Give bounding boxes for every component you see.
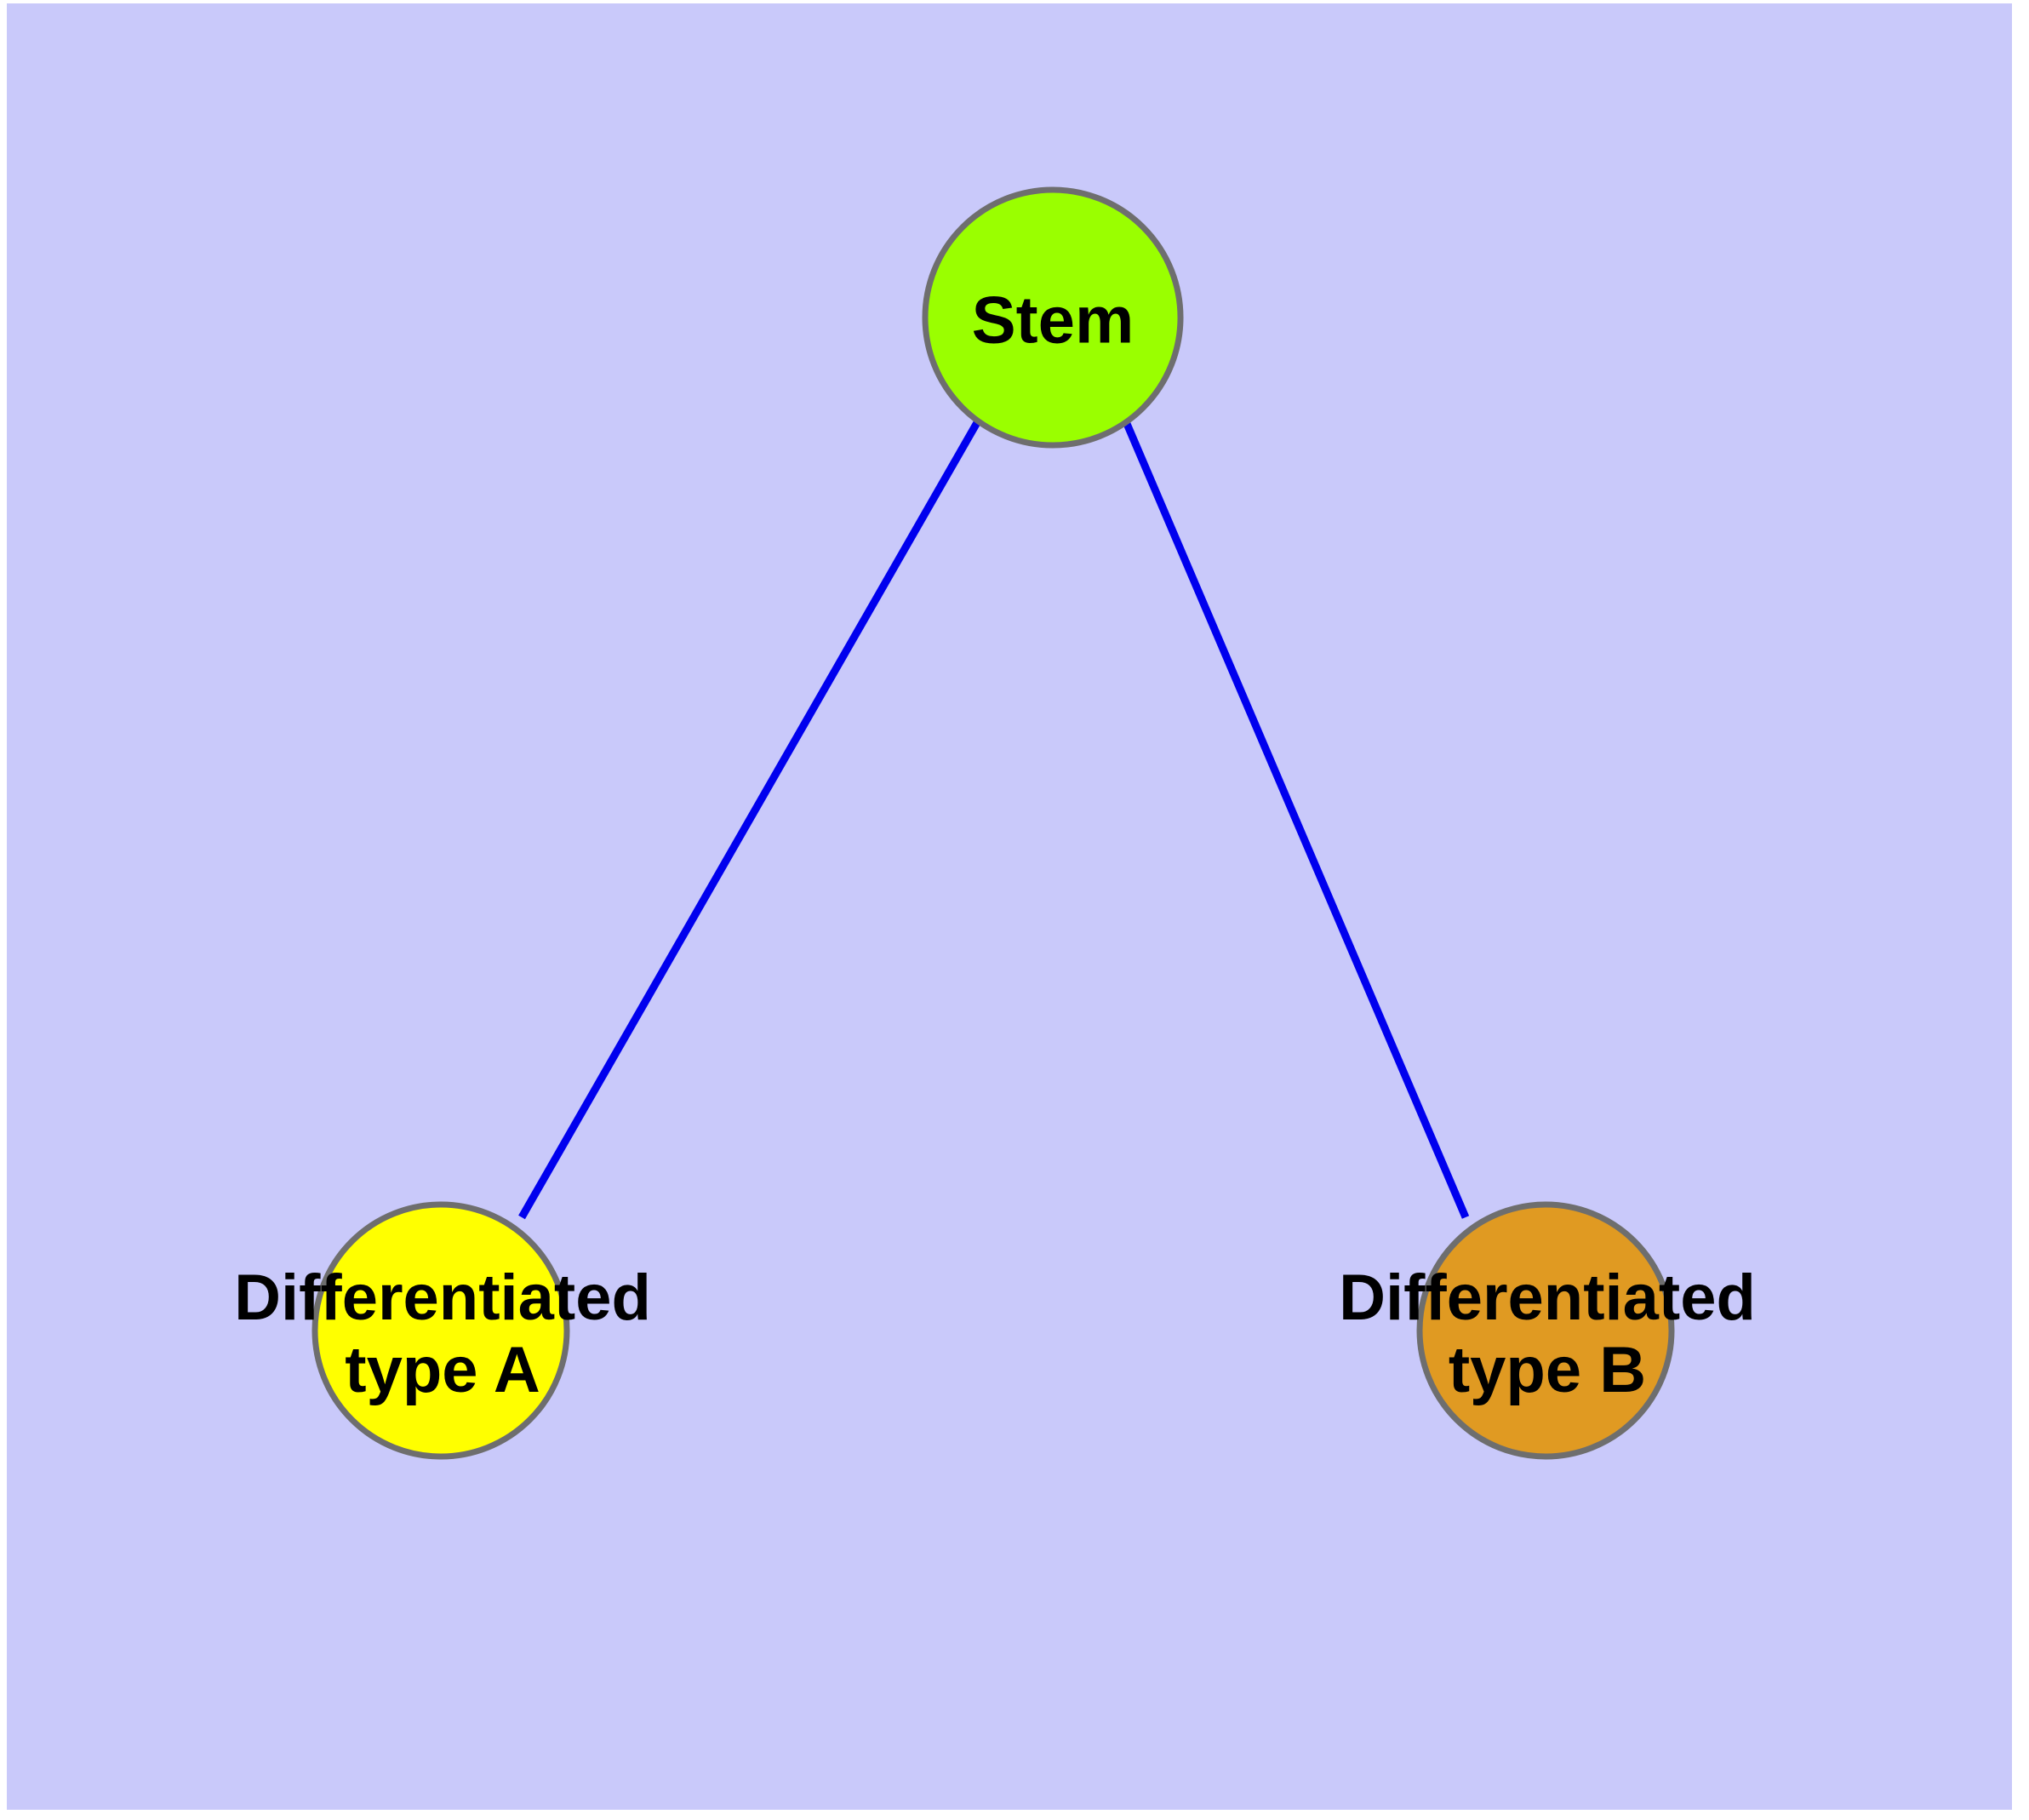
edge-layer	[518, 417, 1470, 1220]
node-stem[interactable]	[922, 186, 1184, 449]
node-layer	[311, 186, 1675, 1460]
node-differentiated-type-b[interactable]	[1416, 1201, 1675, 1460]
edge-stem-to-differentiated-type-a[interactable]	[518, 417, 982, 1220]
edge-stem-to-differentiated-type-b[interactable]	[1121, 418, 1470, 1219]
node-differentiated-type-a[interactable]	[311, 1201, 570, 1460]
